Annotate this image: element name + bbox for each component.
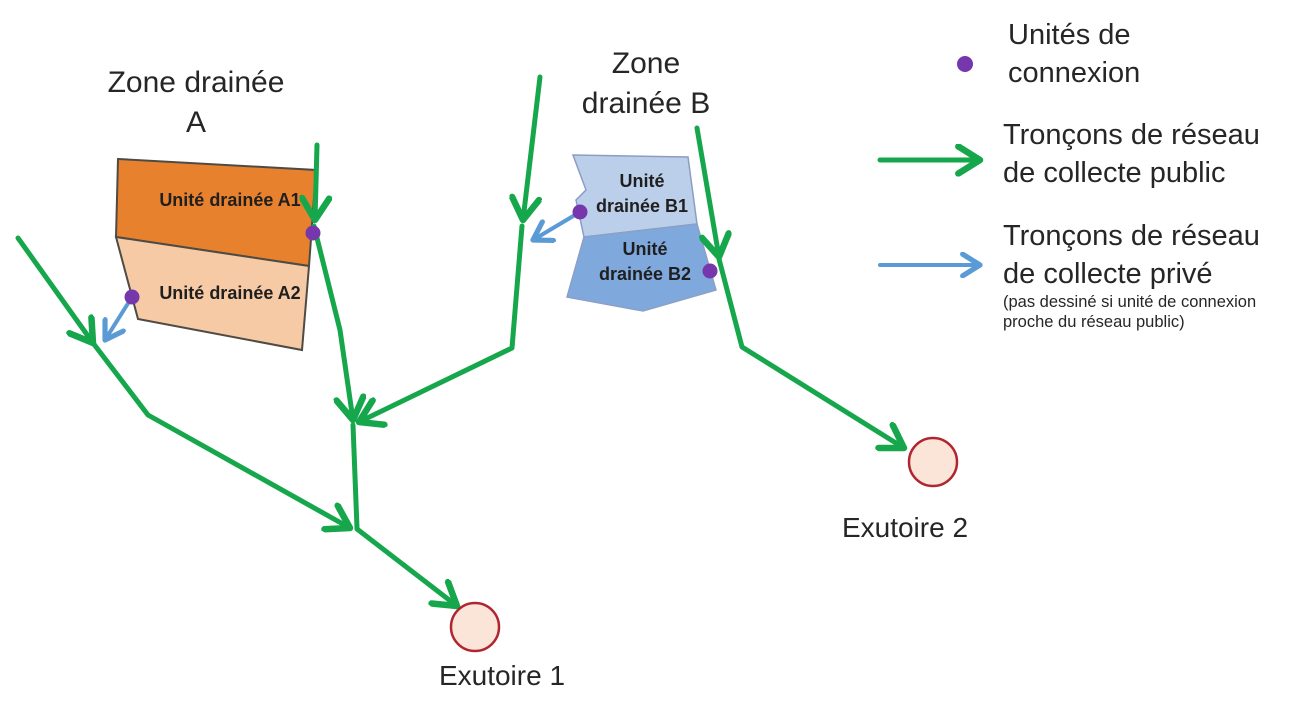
- public-segment-junction-link: [350, 422, 360, 531]
- outlet-1-circle: [449, 601, 501, 653]
- public-segment-a-upper: [315, 142, 317, 220]
- connection-unit-a1-dot: [305, 225, 321, 241]
- legend-connection-label: Unités de connexion: [1008, 19, 1141, 89]
- legend-connection-dot: [957, 56, 973, 72]
- public-segment-west-lower: [90, 340, 350, 528]
- public-segment-b-left-lower: [359, 223, 525, 422]
- legend-private-note: (pas dessiné si unité de connexion proch…: [1003, 293, 1257, 331]
- private-segment-b1: [533, 210, 582, 240]
- private-segment-a2: [105, 295, 134, 340]
- legend-private-label: Tronçons de réseau de collecte privé: [1003, 220, 1260, 290]
- unit-b1-label: Unité drainée B1: [595, 171, 689, 216]
- zone-a-title: Zone drainée A: [107, 66, 285, 139]
- unit-b2-label: Unité drainée B2: [598, 239, 692, 284]
- public-segment-a-lower: [311, 223, 353, 420]
- unit-a1-label: Unité drainée A1: [159, 190, 301, 210]
- public-segment-b-right-upper: [694, 125, 719, 257]
- zone-b-title: Zone drainée B: [581, 47, 711, 120]
- unit-a2-label: Unité drainée A2: [159, 283, 301, 303]
- public-segment-to-outlet-1: [354, 526, 457, 606]
- connection-unit-b1-dot: [572, 204, 588, 220]
- public-segment-west-upper: [15, 235, 93, 343]
- outlet-1-label: Exutoire 1: [438, 660, 566, 691]
- connection-unit-b2-dot: [702, 263, 718, 279]
- public-segment-to-outlet-2: [716, 256, 904, 448]
- outlet-2-circle: [907, 436, 959, 488]
- connection-unit-a2-dot: [124, 289, 140, 305]
- unit-b2-polygon: [566, 223, 717, 312]
- legend-public-label: Tronçons de réseau de collecte public: [1003, 119, 1260, 189]
- outlet-2-label: Exutoire 2: [841, 512, 969, 543]
- public-segment-b-left-upper: [523, 74, 543, 220]
